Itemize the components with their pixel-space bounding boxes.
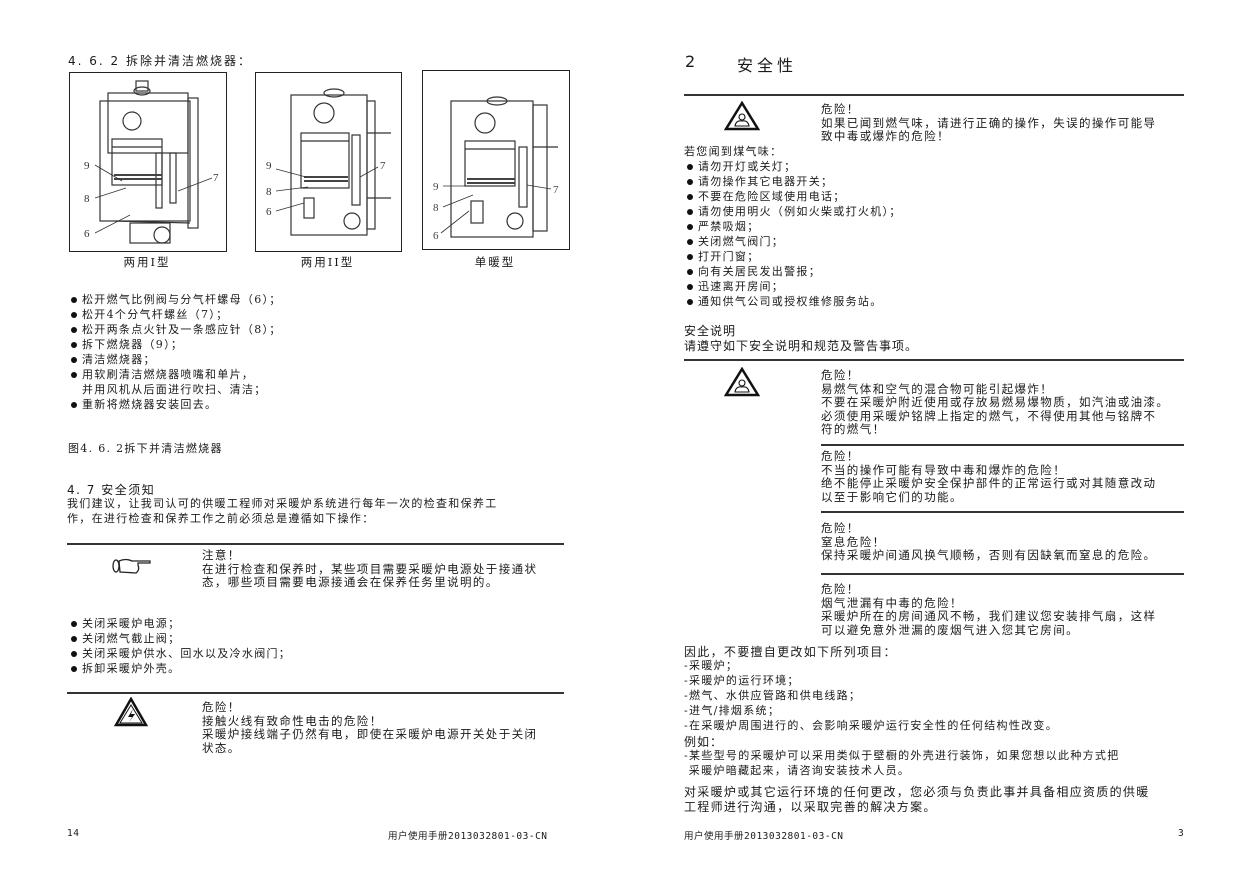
list-item: 严禁吸烟； bbox=[686, 219, 902, 234]
list-item: -在采暖炉周围进行的、会影响采暖炉运行安全性的任何结构性改变。 bbox=[684, 719, 1059, 732]
list-item: 松开两条点火针及一条感应针（8）； bbox=[70, 322, 282, 337]
figure-boiler-type-2: 9 8 6 7 bbox=[255, 72, 402, 252]
list-item: 清洁燃烧器； bbox=[70, 352, 282, 367]
example-title: 例如： bbox=[684, 735, 724, 749]
boiler-diagram-icon: 9 8 6 7 bbox=[84, 80, 219, 244]
list-item: -采暖炉； bbox=[684, 659, 739, 672]
callout-9: 9 bbox=[84, 160, 90, 172]
callout-6: 6 bbox=[84, 228, 90, 240]
list-item: -进气/排烟系统； bbox=[684, 704, 781, 717]
gas-smell-steps: 请勿开灯或关灯； 请勿操作其它电器开关； 不要在危险区域使用电话； 请勿使用明火… bbox=[686, 159, 902, 309]
figure-caption-2: 两用II型 bbox=[300, 255, 355, 269]
pre-maintenance-checklist: 关闭采暖炉电源； 关闭燃气截止阀； 关闭采暖炉供水、回水以及冷水阀门； 拆卸采暖… bbox=[70, 616, 291, 676]
divider bbox=[67, 543, 564, 545]
list-item: 请勿使用明火（例如火柴或打火机）； bbox=[686, 204, 902, 219]
list-item: 拆下燃烧器（9）； bbox=[70, 337, 282, 352]
notice-block: 注意！ 在进行检查和保养时，某些项目需要采暖炉电源处于接通状 态，哪些项目需要电… bbox=[202, 548, 538, 589]
danger-tampering-block: 危险！ 不当的操作可能有导致中毒和爆炸的危险！ 绝不能停止采暖炉安全保护部件的正… bbox=[821, 449, 1157, 504]
list-item: -燃气、水供应管路和供电线路； bbox=[684, 689, 862, 702]
chapter-title: 安全性 bbox=[737, 56, 798, 75]
example-text: -某些型号的采暖炉可以采用类似于壁橱的外壳进行装饰，如果您想以此种方式把 采暖炉… bbox=[684, 749, 1120, 777]
danger-title: 危险！ bbox=[821, 102, 860, 116]
list-item: 通知供气公司或授权维修服务站。 bbox=[686, 294, 902, 309]
svg-text:6: 6 bbox=[433, 230, 439, 242]
electric-shock-warning-icon bbox=[113, 696, 149, 731]
list-item: 关闭燃气截止阀； bbox=[70, 631, 291, 646]
document-id: 用户使用手册2013032801-03-CN bbox=[684, 831, 844, 842]
svg-text:8: 8 bbox=[266, 186, 272, 198]
divider bbox=[821, 511, 1184, 513]
figure-boiler-type-3: 9 8 6 7 bbox=[422, 70, 570, 250]
svg-text:8: 8 bbox=[433, 202, 439, 214]
document-id: 用户使用手册2013032801-03-CN bbox=[388, 831, 548, 842]
divider bbox=[684, 359, 1184, 361]
section-heading-4-7: 4. 7 安全须知 bbox=[67, 483, 156, 497]
safety-notes-title: 安全说明 bbox=[684, 324, 737, 338]
list-item: 重新将燃烧器安装回去。 bbox=[70, 397, 282, 412]
toxic-warning-icon bbox=[723, 100, 761, 135]
list-item-continuation: 并用风机从后面进行吹扫、清洁； bbox=[82, 383, 267, 396]
closing-paragraph: 对采暖炉或其它运行环境的任何更改，您必须与负责此事并具备相应资质的供暖 工程师进… bbox=[684, 785, 1150, 814]
svg-text:9: 9 bbox=[266, 160, 272, 172]
divider bbox=[821, 573, 1184, 575]
pointing-hand-icon bbox=[112, 556, 156, 580]
boiler-diagram-icon: 9 8 6 7 bbox=[433, 96, 559, 242]
danger-title: 危险！ bbox=[821, 521, 860, 535]
list-item: 打开门窗； bbox=[686, 249, 902, 264]
page-number: 3 bbox=[1178, 828, 1185, 839]
list-item: 不要在危险区域使用电话； bbox=[686, 189, 902, 204]
figure-caption-main: 图4. 6. 2拆下并清洁燃烧器 bbox=[68, 442, 223, 455]
danger-flue-gas-block: 危险！ 烟气泄漏有中毒的危险！ 采暖炉所在的房间通风不畅，我们建议您安装排气扇，… bbox=[821, 582, 1157, 637]
list-item: 松开燃气比例阀与分气杆螺母（6）； bbox=[70, 292, 282, 307]
svg-text:7: 7 bbox=[553, 184, 559, 196]
danger-electric-block: 危险！ 接触火线有致命性电击的危险！ 采暖炉接线端子仍然有电，即使在采暖炉电源开… bbox=[202, 700, 538, 755]
svg-text:7: 7 bbox=[380, 160, 386, 172]
divider bbox=[821, 444, 1184, 446]
list-item: 松开4个分气杆螺丝（7）； bbox=[70, 307, 282, 322]
page-number: 14 bbox=[67, 828, 80, 839]
chapter-number: 2 bbox=[685, 52, 698, 71]
list-item: 关闭采暖炉电源； bbox=[70, 616, 291, 631]
list-item: 拆卸采暖炉外壳。 bbox=[70, 661, 291, 676]
boiler-diagram-icon: 9 8 6 7 bbox=[266, 88, 391, 236]
notice-title: 注意！ bbox=[202, 548, 241, 562]
list-item: 迅速离开房间； bbox=[686, 279, 902, 294]
section-4-7-paragraph: 我们建议，让我司认可的供暖工程师对采暖炉系统进行每年一次的检查和保养工 作，在进… bbox=[67, 497, 498, 525]
burner-removal-steps: 松开燃气比例阀与分气杆螺母（6）； 松开4个分气杆螺丝（7）； 松开两条点火针及… bbox=[70, 292, 282, 412]
right-page: 2 安全性 危险！ 如果已闻到燃气味，请进行正确的操作，失误的操作可能导 致中毒… bbox=[621, 0, 1242, 878]
divider bbox=[684, 94, 1184, 96]
danger-title: 危险！ bbox=[821, 449, 860, 463]
figure-caption-1: 两用I型 bbox=[123, 255, 171, 269]
svg-text:6: 6 bbox=[266, 206, 272, 218]
no-modify-intro: 因此，不要擅自更改如下所列项目： bbox=[684, 645, 897, 659]
list-item: 用软刷清洁燃烧器喷嘴和单片， bbox=[70, 367, 282, 382]
no-modify-list: -采暖炉； -采暖炉的运行环境； -燃气、水供应管路和供电线路； -进气/排烟系… bbox=[684, 658, 1058, 733]
left-page: 4. 6. 2 拆除并清洁燃烧器： bbox=[67, 54, 570, 842]
danger-title: 危险！ bbox=[821, 368, 860, 382]
svg-text:9: 9 bbox=[433, 181, 439, 193]
list-item: 关闭燃气阀门； bbox=[686, 234, 902, 249]
figure-boiler-type-1: 9 8 6 7 bbox=[69, 72, 227, 252]
list-item: 关闭采暖炉供水、回水以及冷水阀门； bbox=[70, 646, 291, 661]
danger-title: 危险！ bbox=[202, 700, 241, 714]
list-item: 向有关居民发出警报； bbox=[686, 264, 902, 279]
safety-notes-intro: 请遵守如下安全说明和规范及警告事项。 bbox=[684, 339, 919, 353]
callout-8: 8 bbox=[84, 193, 90, 205]
gas-smell-intro: 若您闻到煤气味： bbox=[684, 145, 783, 158]
callout-7: 7 bbox=[213, 172, 219, 184]
danger-title: 危险！ bbox=[821, 582, 860, 596]
danger-explosion-block: 危险！ 易燃气体和空气的混合物可能引起爆炸！ 不要在采暖炉附近使用或存放易燃易爆… bbox=[821, 368, 1170, 436]
list-item: 请勿操作其它电器开关； bbox=[686, 174, 902, 189]
danger-suffocation-block: 危险！ 窒息危险！ 保持采暖炉间通风换气顺畅，否则有因缺氧而窒息的危险。 bbox=[821, 521, 1157, 562]
divider bbox=[67, 692, 564, 694]
list-item: -采暖炉的运行环境； bbox=[684, 674, 800, 687]
section-title: 4. 6. 2 拆除并清洁燃烧器： bbox=[68, 54, 252, 68]
toxic-warning-icon bbox=[723, 366, 761, 401]
list-item: 请勿开灯或关灯； bbox=[686, 159, 902, 174]
danger-gas-smell-block: 危险！ 如果已闻到燃气味，请进行正确的操作，失误的操作可能导 致中毒或爆炸的危险… bbox=[821, 102, 1157, 143]
figure-caption-3: 单暖型 bbox=[474, 255, 516, 269]
